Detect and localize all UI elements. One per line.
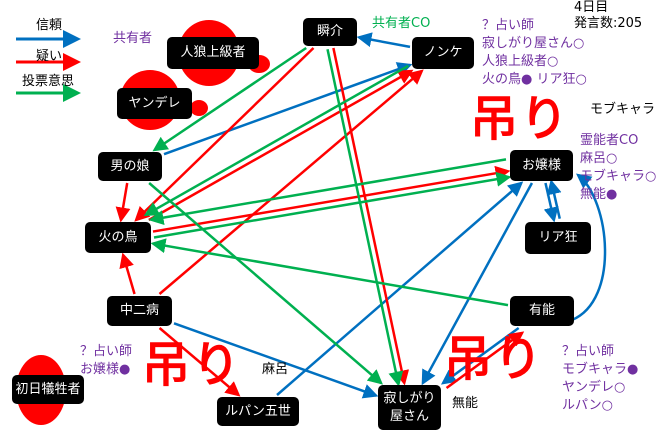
note-kyoyu-co: 共有者CO (372, 16, 431, 31)
hang-mark-chuni: 吊り (142, 337, 243, 393)
nonke-notes: ？占い師 寂しがり屋さん○ 人狼上級者○ 火の鳥● リア狂○ (482, 17, 587, 89)
note-kyoyu: 共有者 (113, 31, 153, 46)
edge-trust-ojo-to-sabishi (421, 182, 534, 386)
yuno-notes: ？占い師 モブキャラ● ヤンデレ○ ルパン○ (562, 343, 638, 415)
blood-splat (190, 100, 208, 116)
day-label: 4日目 (574, 0, 609, 15)
edge-vote-nonke-to-hinotori (143, 64, 409, 217)
edge-doubt-chuni-to-hinotori (119, 252, 136, 295)
node-sabishigariya: 寂しがり 屋さん (378, 385, 441, 430)
node-shunsuke: 瞬介 (303, 18, 357, 46)
node-ojosama: お嬢様 (510, 150, 573, 181)
legend-trust-label: 信頼 (36, 18, 63, 33)
node-shonichi-giseisha: 初日犠牲者 (12, 375, 84, 404)
note-line: 寂しがり屋さん○ (482, 36, 585, 51)
post-count: 発言数:205 (574, 16, 643, 31)
note-line: 無能● (580, 187, 618, 202)
edge-doubt-otokonoko-to-hinotori (115, 182, 131, 223)
note-line: お嬢様● (80, 362, 131, 377)
edge-trust-yuno-to-sabishi (440, 326, 520, 385)
note-line: モブキャラ● (562, 362, 639, 377)
edge-trust-riakyo-to-ojo (546, 179, 562, 219)
node-yuno: 有能 (510, 296, 574, 326)
edge-trust-nonke-to-shunsuke (356, 32, 411, 49)
note-line: ルパン○ (562, 398, 613, 413)
node-lupin: ルパン五世 (217, 397, 299, 426)
shonichi-notes: ？占い師 お嬢様● (80, 343, 132, 379)
node-nonke: ノンケ (412, 37, 474, 69)
node-yandere: ヤンデレ (117, 88, 192, 119)
note-line: ？占い師 (482, 18, 535, 33)
edge-vote-yuno-to-hinotori (150, 238, 509, 307)
hang-mark-yuno: 吊り (444, 331, 545, 387)
note-line: 霊能者CO (580, 133, 639, 148)
edge-vote-otokonoko-to-sabishi (148, 182, 383, 385)
node-jinro-jokyusha: 人狼上級者 (167, 37, 259, 69)
edge-trust-otokonoko-to-nonke (163, 62, 413, 156)
edge-doubt-hinotori-to-nonke (148, 69, 414, 222)
edge-vote-shunsuke-to-sabishi (326, 48, 404, 387)
label-muno: 無能 (452, 396, 479, 411)
legend-vote-label: 投票意思 (22, 74, 75, 89)
edge-trust-chuni-to-sabishi (173, 322, 379, 399)
edge-doubt-chuni-to-lupin (158, 327, 241, 397)
ojo-notes: 霊能者CO 麻呂○ モブキャラ○ 無能● (580, 132, 656, 204)
legend-doubt-label: 疑い (36, 49, 63, 64)
edge-vote-ojo-to-hinotori (148, 158, 507, 226)
note-line: ヤンデレ○ (562, 380, 626, 395)
note-line: 火の鳥● リア狂○ (482, 72, 587, 87)
edge-vote-shunsuke-to-otokonoko (152, 46, 307, 152)
edge-doubt-hinotori-to-ojo (152, 165, 511, 233)
note-line: モブキャラ○ (580, 169, 657, 184)
node-riakyo: リア狂 (525, 222, 591, 254)
edge-vote-hinotori-to-ojo (153, 171, 512, 239)
hang-mark-nonke: 吊り (470, 91, 571, 147)
edge-trust-lupin-to-ojo (276, 181, 524, 396)
note-line: 麻呂○ (580, 151, 618, 166)
edge-doubt-shunsuke-to-hinotori (134, 47, 315, 222)
node-hinotori: 火の鳥 (85, 222, 151, 253)
note-line: ？占い師 (80, 344, 133, 359)
node-otokonoko: 男の娘 (98, 152, 162, 181)
edge-doubt-sabishi-to-yuno (445, 331, 525, 389)
label-maro: 麻呂 (262, 362, 289, 377)
note-line: 人狼上級者○ (482, 54, 559, 69)
label-mob: モブキャラ (590, 102, 656, 117)
edge-doubt-shunsuke-to-sabishi (332, 47, 410, 386)
note-line: ？占い師 (562, 344, 615, 359)
edge-doubt-chuni-to-nonke (158, 69, 424, 295)
node-chuni: 中二病 (107, 296, 172, 326)
edge-yuno-to-ojo-curve (571, 173, 607, 322)
